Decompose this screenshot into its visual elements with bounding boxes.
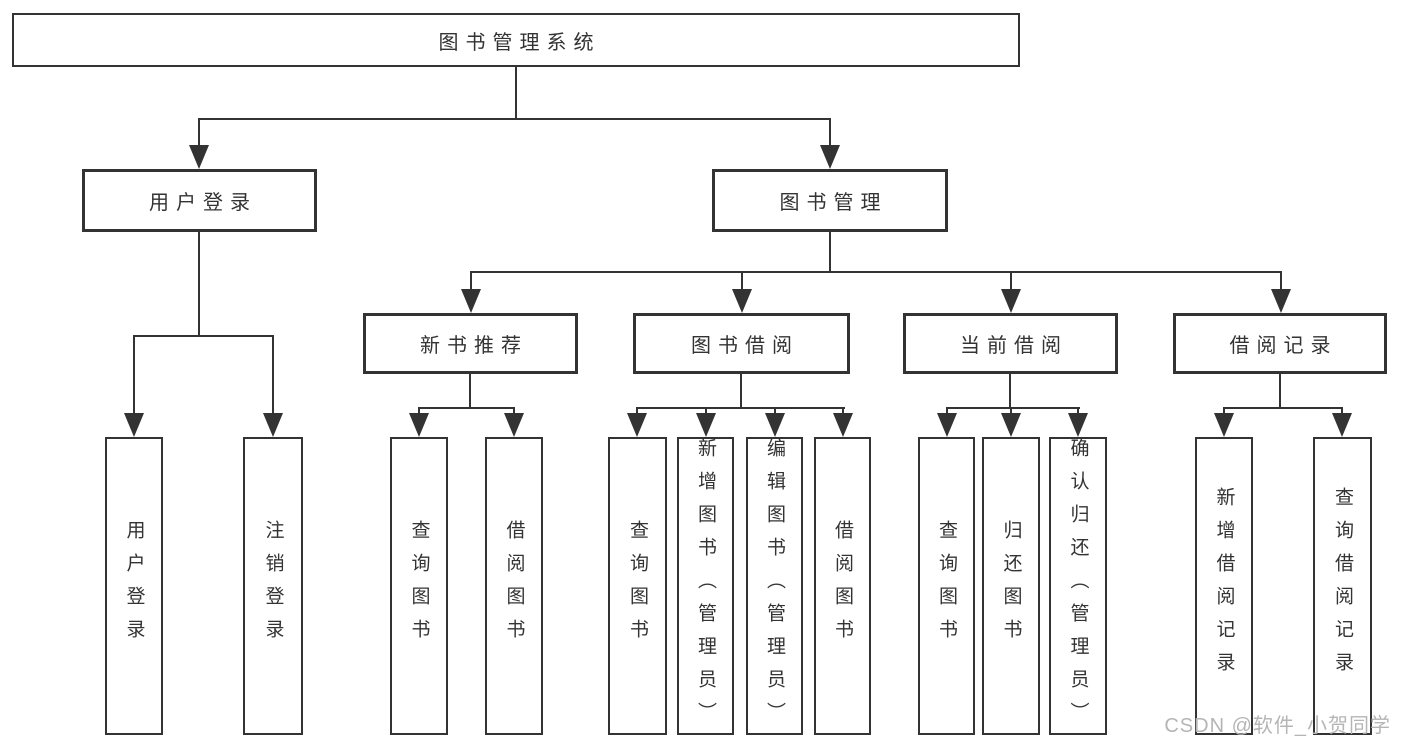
- node-label: 图书管理系统: [438, 31, 601, 54]
- leaf-borrow-add-books-admin: 新增图书（管理员）: [677, 437, 734, 735]
- node-current-borrow: 当前借阅: [903, 313, 1118, 374]
- leaf-current-confirm-return-admin: 确认归还（管理员）: [1049, 437, 1107, 735]
- connector-records-drop-2: [1341, 407, 1343, 415]
- csdn-watermark: CSDN @软件_小贺同学: [1164, 715, 1391, 737]
- connector-bookmgmt-drop-1: [470, 271, 472, 291]
- connector-bookmgmt-drop-4: [1280, 271, 1282, 291]
- arrowhead-down-icon: [1271, 289, 1291, 313]
- node-book-management: 图书管理: [712, 169, 948, 232]
- leaf-newbook-query-books: 查询图书: [390, 437, 448, 735]
- connector-root-drop-left: [198, 118, 200, 148]
- leaf-label: 新增借阅记录: [1213, 487, 1235, 685]
- connector-current-drop-1: [946, 407, 948, 415]
- arrowhead-down-icon: [732, 289, 752, 313]
- arrowhead-down-icon: [937, 413, 957, 437]
- arrowhead-down-icon: [1214, 413, 1234, 437]
- connector-records-hbar: [1223, 407, 1343, 409]
- arrowhead-down-icon: [409, 413, 429, 437]
- leaf-borrow-query-books: 查询图书: [608, 437, 667, 735]
- connector-current-stem: [1009, 374, 1011, 407]
- connector-bookmgmt-drop-3: [1010, 271, 1012, 291]
- arrowhead-down-icon: [1001, 413, 1021, 437]
- leaf-label: 查询图书: [936, 520, 957, 652]
- connector-records-stem: [1279, 374, 1281, 407]
- arrowhead-down-icon: [1001, 289, 1021, 313]
- connector-newbook-drop-1: [418, 407, 420, 415]
- node-label: 借阅记录: [1229, 335, 1338, 357]
- leaf-borrow-edit-books-admin: 编辑图书（管理员）: [746, 437, 803, 735]
- leaf-label: 新增图书（管理员）: [695, 437, 716, 735]
- arrowhead-down-icon: [627, 413, 647, 437]
- connector-borrow-drop-2: [705, 407, 707, 415]
- leaf-label: 归还图书: [1000, 520, 1022, 652]
- leaf-records-add-record: 新增借阅记录: [1195, 437, 1253, 735]
- leaf-current-query-books: 查询图书: [918, 437, 975, 735]
- arrowhead-down-icon: [124, 413, 144, 437]
- node-book-borrow: 图书借阅: [633, 313, 850, 374]
- node-label: 用户登录: [149, 192, 257, 214]
- node-label: 图书借阅: [691, 335, 799, 357]
- connector-root-stem: [515, 67, 517, 118]
- connector-bookmgmt-stem: [829, 232, 831, 271]
- node-user-login: 用户登录: [82, 169, 317, 232]
- leaf-logout: 注销登录: [243, 437, 303, 735]
- node-label: 新书推荐: [420, 335, 528, 357]
- connector-root-hbar: [198, 118, 831, 120]
- leaf-label: 用户登录: [123, 520, 145, 652]
- connector-borrow-drop-1: [636, 407, 638, 415]
- connector-borrow-stem: [740, 374, 742, 407]
- leaf-label: 借阅图书: [503, 520, 525, 652]
- connector-borrow-drop-4: [842, 407, 844, 415]
- connector-borrow-hbar: [636, 407, 845, 409]
- arrowhead-down-icon: [765, 413, 785, 437]
- connector-borrow-drop-3: [774, 407, 776, 415]
- leaf-label: 注销登录: [262, 520, 284, 652]
- connector-current-drop-2: [1010, 407, 1012, 415]
- node-new-book-recommend: 新书推荐: [363, 313, 578, 374]
- connector-userlogin-hbar: [133, 335, 274, 337]
- leaf-borrow-borrow-books: 借阅图书: [814, 437, 871, 735]
- node-label: 图书管理: [779, 192, 888, 214]
- arrowhead-down-icon: [1068, 413, 1088, 437]
- connector-current-drop-3: [1077, 407, 1079, 415]
- connector-current-hbar: [946, 407, 1080, 409]
- leaf-user-login: 用户登录: [105, 437, 163, 735]
- connector-records-drop-1: [1223, 407, 1225, 415]
- arrowhead-down-icon: [696, 413, 716, 437]
- leaf-newbook-borrow-books: 借阅图书: [485, 437, 543, 735]
- leaf-label: 确认归还（管理员）: [1067, 437, 1089, 735]
- connector-root-drop-right: [829, 118, 831, 148]
- arrowhead-down-icon: [1332, 413, 1352, 437]
- connector-userlogin-drop-1: [133, 335, 135, 415]
- connector-bookmgmt-drop-2: [741, 271, 743, 291]
- leaf-label: 查询图书: [408, 520, 430, 652]
- leaf-records-query-record: 查询借阅记录: [1313, 437, 1372, 735]
- leaf-current-return-books: 归还图书: [982, 437, 1040, 735]
- arrowhead-down-icon: [504, 413, 524, 437]
- leaf-label: 查询图书: [627, 520, 648, 652]
- leaf-label: 查询借阅记录: [1332, 487, 1353, 685]
- arrowhead-down-icon: [461, 289, 481, 313]
- connector-userlogin-stem: [198, 232, 200, 335]
- connector-newbook-hbar: [418, 407, 515, 409]
- node-library-management-system: 图书管理系统: [12, 13, 1020, 67]
- arrowhead-down-icon: [833, 413, 853, 437]
- leaf-label: 编辑图书（管理员）: [764, 437, 785, 735]
- node-label: 当前借阅: [960, 335, 1068, 357]
- connector-newbook-stem: [469, 374, 471, 407]
- arrowhead-down-icon: [820, 145, 840, 169]
- connector-newbook-drop-2: [513, 407, 515, 415]
- arrowhead-down-icon: [263, 413, 283, 437]
- connector-bookmgmt-hbar: [470, 271, 1281, 273]
- connector-userlogin-drop-2: [272, 335, 274, 415]
- leaf-label: 借阅图书: [832, 520, 853, 652]
- node-borrow-records: 借阅记录: [1173, 313, 1387, 374]
- arrowhead-down-icon: [189, 145, 209, 169]
